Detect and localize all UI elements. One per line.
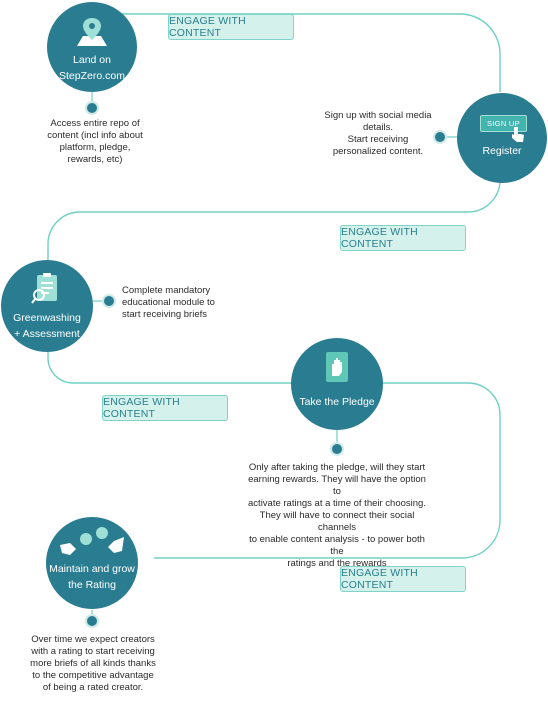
step-dot bbox=[330, 442, 344, 456]
step-node-register: SIGN UP Register bbox=[457, 93, 547, 183]
flow-line bbox=[47, 13, 501, 559]
step-node-land: Land on StepZero.com bbox=[47, 2, 137, 92]
engage-pill-4: ENGAGE WITH CONTENT bbox=[340, 566, 466, 592]
step-description: Sign up with social media details. Start… bbox=[324, 110, 432, 157]
clipboard-search-icon bbox=[31, 273, 57, 304]
step-dot bbox=[85, 614, 99, 628]
pointer-hand-icon bbox=[512, 127, 524, 142]
step-description: Only after taking the pledge, will they … bbox=[248, 462, 426, 569]
engage-pill-1: ENGAGE WITH CONTENT bbox=[168, 14, 294, 40]
engage-pill-2: ENGAGE WITH CONTENT bbox=[340, 225, 466, 251]
step-title: Register bbox=[482, 145, 522, 157]
step-description: Access entire repo of content (incl info… bbox=[47, 118, 143, 165]
step-title: Greenwashing + Assessment bbox=[13, 312, 81, 340]
step-description: Complete mandatory educational module to… bbox=[122, 285, 215, 320]
step-dot bbox=[85, 101, 99, 115]
step-title: Maintain and grow the Rating bbox=[49, 563, 135, 591]
step-title: Land on StepZero.com bbox=[59, 54, 125, 82]
hand-pledge-icon bbox=[326, 352, 348, 382]
engage-pill-3: ENGAGE WITH CONTENT bbox=[102, 395, 228, 421]
hands-puzzle-icon bbox=[60, 527, 124, 555]
step-description: Over time we expect creators with a rati… bbox=[30, 634, 156, 693]
step-dot bbox=[102, 294, 116, 308]
step-dot bbox=[433, 130, 447, 144]
map-pin-icon bbox=[77, 18, 107, 46]
step-node-maintain: Maintain and grow the Rating bbox=[46, 517, 138, 609]
step-title: Take the Pledge bbox=[299, 396, 375, 408]
step-node-greenwashing: Greenwashing + Assessment bbox=[1, 260, 93, 352]
step-node-pledge: Take the Pledge bbox=[291, 338, 383, 430]
